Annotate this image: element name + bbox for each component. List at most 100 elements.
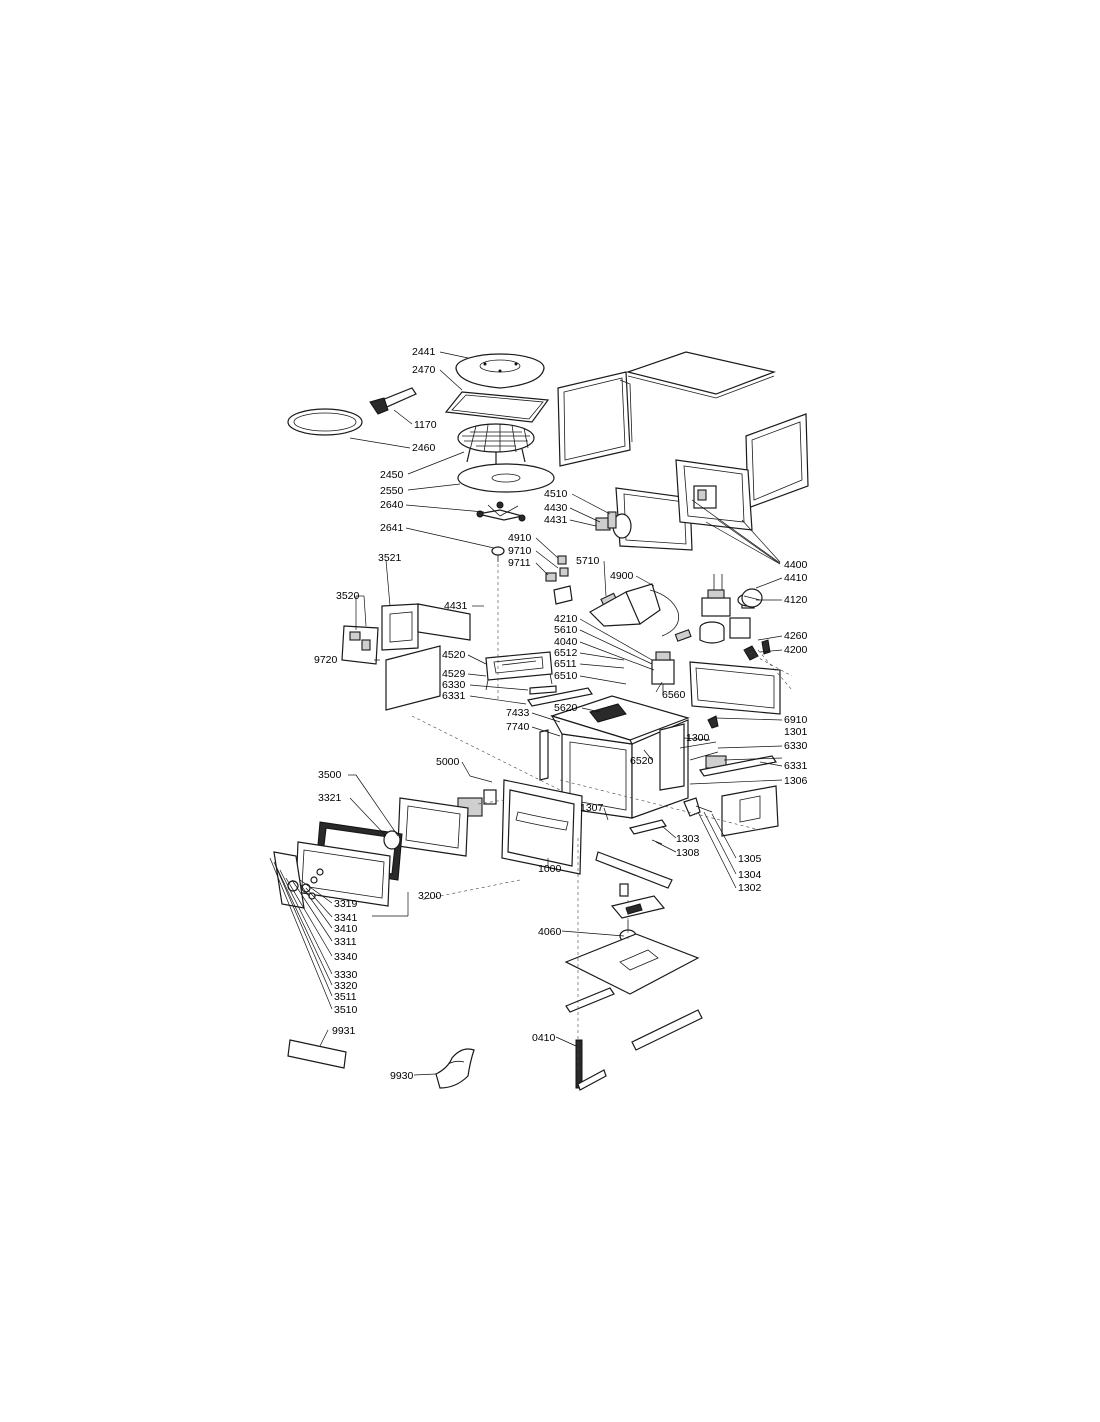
label-2641: 2641 xyxy=(380,522,404,534)
magnetron xyxy=(651,651,675,694)
label-6520: 6520 xyxy=(630,755,654,767)
label-5610: 5610 xyxy=(554,624,578,636)
label-4529: 4529 xyxy=(442,668,466,680)
label-2450: 2450 xyxy=(380,469,404,481)
turntable-glass xyxy=(457,463,555,493)
label-5000: 5000 xyxy=(436,756,460,768)
cabinet-rear-panel xyxy=(745,413,809,509)
info-label-strip xyxy=(287,1039,347,1069)
label-1305: 1305 xyxy=(738,853,762,865)
label-9720: 9720 xyxy=(314,654,338,666)
cabinet-top-panel xyxy=(625,351,777,399)
cavity-hinge-small xyxy=(595,511,617,531)
label-6330b: 6330 xyxy=(784,740,808,752)
label-7740: 7740 xyxy=(506,721,530,733)
label-3500: 3500 xyxy=(318,769,342,781)
hinge-parts xyxy=(679,715,719,761)
part-labels: 2441 2470 1170 2460 2450 2550 2640 2641 … xyxy=(314,346,808,1082)
label-3410: 3410 xyxy=(334,923,358,935)
label-3340: 3340 xyxy=(334,951,358,963)
label-1170: 1170 xyxy=(414,419,437,431)
label-9931: 9931 xyxy=(332,1025,356,1037)
wire-rack-tray xyxy=(444,391,550,423)
grill-rack-round xyxy=(457,423,535,464)
label-4900: 4900 xyxy=(610,570,634,582)
drive-coupler xyxy=(491,546,505,562)
bottom-foot-rails xyxy=(565,987,703,1051)
control-panel-frame xyxy=(381,603,471,651)
crisp-plate xyxy=(287,408,363,436)
label-6512: 6512 xyxy=(554,647,578,659)
bottom-plate xyxy=(564,933,700,995)
label-6560: 6560 xyxy=(662,689,686,701)
label-4060: 4060 xyxy=(538,926,562,938)
label-4431a: 4431 xyxy=(544,514,568,526)
label-4510: 4510 xyxy=(544,488,568,500)
label-4120: 4120 xyxy=(784,594,808,606)
label-3311: 3311 xyxy=(334,936,357,948)
switch-bracket xyxy=(553,585,573,605)
interlock-switches xyxy=(545,555,569,582)
control-knob xyxy=(383,830,401,850)
label-4520: 4520 xyxy=(442,649,466,661)
label-5620: 5620 xyxy=(554,702,578,714)
label-6510: 6510 xyxy=(554,670,578,682)
label-2640: 2640 xyxy=(380,499,404,511)
waveguide-cover xyxy=(589,583,692,642)
control-board xyxy=(341,625,379,665)
label-9930: 9930 xyxy=(390,1070,414,1082)
label-4431b: 4431 xyxy=(444,600,468,612)
label-3319: 3319 xyxy=(334,898,358,910)
leader-lines xyxy=(269,351,783,1076)
label-5710: 5710 xyxy=(576,555,600,567)
label-3520: 3520 xyxy=(336,590,360,602)
grill-reflector-strips xyxy=(527,685,593,707)
label-3521: 3521 xyxy=(378,552,402,564)
label-2550: 2550 xyxy=(380,485,404,497)
door-inner-frame xyxy=(397,797,469,857)
control-bracket-right xyxy=(689,661,781,715)
label-1304: 1304 xyxy=(738,869,762,881)
label-4040: 4040 xyxy=(554,636,578,648)
label-2470: 2470 xyxy=(412,364,436,376)
stirrer-cover xyxy=(610,895,666,919)
door-seal-frame xyxy=(612,459,753,551)
grill-element xyxy=(485,651,553,691)
label-1000: 1000 xyxy=(538,863,562,875)
label-3320: 3320 xyxy=(334,980,358,992)
crisp-plate-cover xyxy=(455,353,545,389)
label-3330: 3330 xyxy=(334,969,358,981)
label-2460: 2460 xyxy=(412,442,436,454)
label-3321: 3321 xyxy=(318,792,342,804)
label-1303: 1303 xyxy=(676,833,700,845)
label-6331a: 6331 xyxy=(442,690,466,702)
stirrer-spacer xyxy=(619,883,629,897)
label-1300: 1300 xyxy=(686,732,710,744)
label-4430: 4430 xyxy=(544,502,568,514)
label-3510: 3510 xyxy=(334,1004,358,1016)
bottom-rails xyxy=(595,819,673,889)
oven-door xyxy=(501,779,583,875)
door-hook xyxy=(683,797,713,817)
label-4200: 4200 xyxy=(784,644,808,656)
mica-plate xyxy=(385,645,441,711)
label-9710: 9710 xyxy=(508,545,532,557)
label-3341: 3341 xyxy=(334,912,358,924)
label-6330a: 6330 xyxy=(442,679,466,691)
label-6511: 6511 xyxy=(554,658,577,670)
label-4910: 4910 xyxy=(508,532,532,544)
label-1308: 1308 xyxy=(676,847,700,859)
carton-insert xyxy=(435,1048,475,1089)
label-9711: 9711 xyxy=(508,557,531,569)
cabinet-side-panel xyxy=(557,371,633,467)
keypad-overlay xyxy=(273,851,324,909)
base-foot xyxy=(575,1039,607,1091)
rear-fan-box xyxy=(693,485,717,509)
label-4400: 4400 xyxy=(784,559,808,571)
label-3511: 3511 xyxy=(334,991,357,1003)
label-1302: 1302 xyxy=(738,882,762,894)
fan-blades xyxy=(741,588,763,608)
door-switch-block xyxy=(699,755,777,777)
label-1307: 1307 xyxy=(580,802,604,814)
